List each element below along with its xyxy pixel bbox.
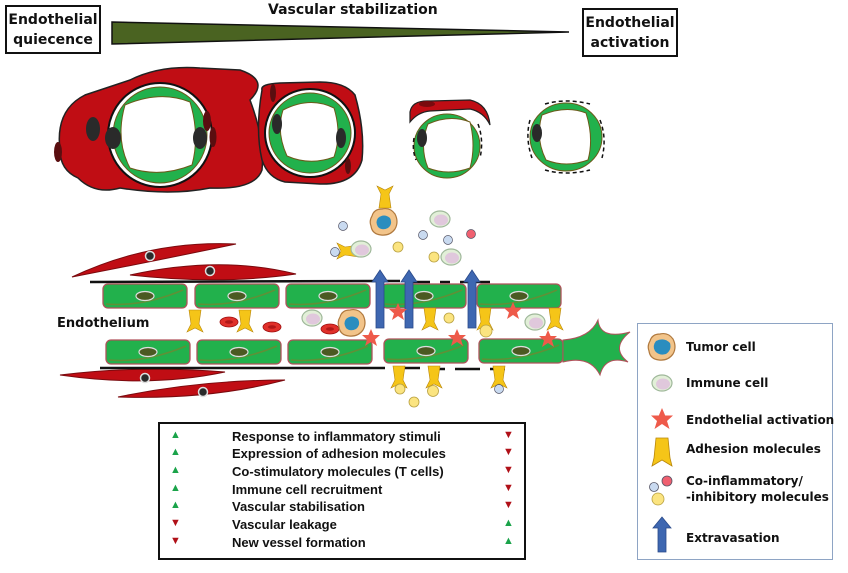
- legend-label-tumor-cell: Tumor cell: [686, 340, 756, 354]
- legend: Tumor cell Immune cell Endothelial activ…: [637, 323, 835, 560]
- vascular-stabilization-title: Vascular stabilization: [268, 2, 438, 18]
- activation-label-line2: activation: [590, 35, 670, 51]
- endothelial-row-upper: [102, 283, 562, 309]
- table-row: ▲ Vascular stabilisation ▼: [160, 499, 524, 516]
- row-label: Vascular leakage: [232, 517, 337, 532]
- arrow-down-icon: ▼: [170, 517, 181, 529]
- arrow-down-icon: ▼: [503, 499, 514, 511]
- basement-membrane-upper-broken: [380, 279, 490, 284]
- arrow-up-icon: ▲: [170, 482, 181, 494]
- endothelial-cell: [287, 339, 373, 365]
- star-icon: [651, 408, 673, 429]
- arrow-up-icon: ▲: [503, 535, 514, 547]
- endothelial-cell: [285, 283, 371, 309]
- row-label: Response to inflammatory stimuli: [232, 429, 441, 444]
- stabilization-gradient-bar: [111, 21, 570, 45]
- legend-label-immune-cell: Immune cell: [686, 376, 769, 390]
- row-label: Immune cell recruitment: [232, 482, 383, 497]
- signaling-molecules: [330, 221, 504, 408]
- endothelial-cell: [476, 283, 562, 309]
- molecules-icon: [649, 475, 673, 506]
- row-label: Expression of adhesion molecules: [232, 446, 446, 461]
- legend-label-endothelial-activation: Endothelial activation: [686, 413, 835, 427]
- tip-cell: [562, 318, 631, 377]
- legend-label-molecules-line2: -inhibitory molecules: [686, 490, 829, 504]
- quiescence-label-box: Endothelial quiecence: [5, 5, 101, 54]
- row-label: Vascular stabilisation: [232, 499, 365, 514]
- table-row: ▲ Co-stimulatory molecules (T cells) ▼: [160, 464, 524, 481]
- vessel-cross-section-activated: [527, 100, 605, 174]
- arrow-down-icon: ▼: [503, 482, 514, 494]
- arrow-down-icon: ▼: [170, 535, 181, 547]
- adhesion-molecule-icon: [651, 437, 673, 467]
- legend-label-molecules: Co-inflammatory/ -inhibitory molecules: [686, 473, 829, 505]
- table-row: ▲ Expression of adhesion molecules ▼: [160, 446, 524, 463]
- endothelial-cell: [102, 283, 188, 309]
- endothelial-cell: [196, 339, 282, 365]
- endothelial-cell: [381, 283, 467, 309]
- tumor-cell-icon: [647, 332, 676, 361]
- comparison-table: ▲ Response to inflammatory stimuli ▼ ▲ E…: [158, 422, 526, 560]
- basement-membrane-lower-broken: [395, 366, 505, 371]
- table-row: ▲ Response to inflammatory stimuli ▼: [160, 429, 524, 446]
- legend-label-extravasation: Extravasation: [686, 531, 780, 545]
- arrow-up-icon: ▲: [503, 517, 514, 529]
- table-row: ▼ Vascular leakage ▲: [160, 517, 524, 534]
- arrow-down-icon: ▼: [503, 429, 514, 441]
- immune-cell-icon: [651, 374, 673, 392]
- arrow-up-icon: ▲: [170, 464, 181, 476]
- arrow-down-icon: ▼: [503, 446, 514, 458]
- quiescence-label-line1: Endothelial: [8, 12, 98, 28]
- arrow-up-icon: ▲: [170, 446, 181, 458]
- table-row: ▲ Immune cell recruitment ▼: [160, 482, 524, 499]
- table-row: ▼ New vessel formation ▲: [160, 535, 524, 552]
- activation-label-box: Endothelial activation: [582, 8, 678, 57]
- pericytes-upper: [71, 243, 297, 281]
- basement-membrane-upper: [89, 279, 381, 284]
- legend-label-molecules-line1: Co-inflammatory/: [686, 474, 803, 488]
- activation-label-line1: Endothelial: [585, 15, 675, 31]
- endothelial-row-lower: [105, 338, 564, 365]
- vessel-cross-section-intermediate: [257, 81, 364, 185]
- endothelial-cell: [194, 283, 280, 309]
- pericytes-lower: [59, 368, 286, 398]
- arrow-up-icon: [652, 516, 672, 553]
- quiescence-label-line2: quiecence: [13, 32, 93, 48]
- immune-cells: [301, 210, 546, 331]
- vessel-cross-section-quiescent: [54, 66, 264, 193]
- arrow-down-icon: ▼: [503, 464, 514, 476]
- arrow-up-icon: ▲: [170, 429, 181, 441]
- arrow-up-icon: ▲: [170, 499, 181, 511]
- row-label: Co-stimulatory molecules (T cells): [232, 464, 444, 479]
- endothelial-cell: [105, 339, 191, 365]
- legend-label-adhesion-molecules: Adhesion molecules: [686, 442, 821, 456]
- vessel-cross-section-early-activation: [409, 99, 491, 179]
- row-label: New vessel formation: [232, 535, 366, 550]
- endothelium-label: Endothelium: [57, 316, 150, 331]
